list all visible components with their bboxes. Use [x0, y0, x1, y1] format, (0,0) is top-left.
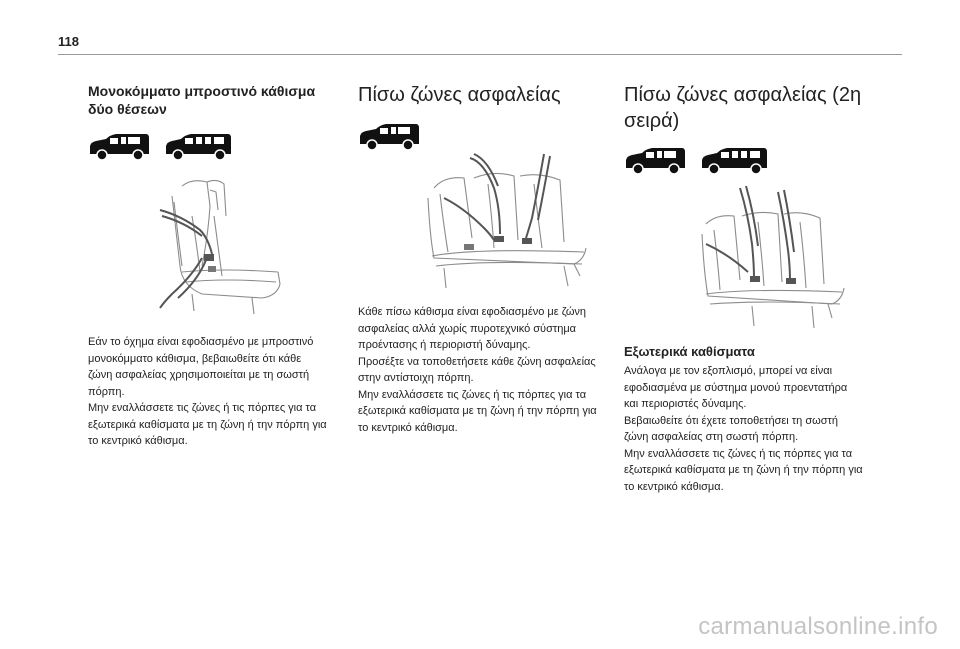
section-front-bench: Μονοκόμματο μπροστινό κάθισμα δύο θέσεων…	[88, 82, 328, 450]
section-title: Πίσω ζώνες ασφαλείας	[358, 84, 561, 106]
paragraph: Μην εναλλάσσετε τις ζώνες ή τις πόρπες γ…	[88, 402, 327, 447]
paragraph: Μην εναλλάσσετε τις ζώνες ή τις πόρπες γ…	[624, 447, 863, 493]
section-rear-belts: Πίσω ζώνες ασφαλείας Κάθε πίσω κάθισ	[358, 82, 598, 436]
paragraph: Εάν το όχημα είναι εφοδιασμένο με μπροστ…	[88, 336, 314, 398]
section-title: Μονοκόμματο μπροστινό κάθισμα δύο θέσεων	[88, 83, 316, 117]
paragraph: Κάθε πίσω κάθισμα είναι εφοδιασμένο με ζ…	[358, 306, 587, 351]
rear-seat-belts-illustration	[427, 153, 587, 289]
van-short-icon	[88, 132, 150, 162]
header-rule	[58, 54, 902, 55]
subsection-title: Εξωτερικά καθίσματα	[624, 344, 755, 359]
van-long-icon	[164, 132, 232, 162]
van-short-icon	[358, 122, 420, 152]
page-number: 118	[58, 34, 79, 49]
front-bench-belt-illustration	[159, 179, 281, 315]
paragraph: Μην εναλλάσσετε τις ζώνες ή τις πόρπες γ…	[358, 388, 597, 434]
second-row-belts-illustration	[701, 185, 845, 329]
paragraph: Ανάλογα με τον εξοπλισμό, μπορεί να είνα…	[624, 365, 848, 410]
paragraph: Βεβαιωθείτε ότι έχετε τοποθετήσει τη σωσ…	[624, 414, 838, 444]
paragraph: Προσέξτε να τοποθετήσετε κάθε ζώνη ασφαλ…	[358, 355, 596, 385]
van-short-icon	[624, 146, 686, 176]
section-rear-belts-2nd-row: Πίσω ζώνες ασφαλείας (2η σειρά) Εξωτ	[624, 82, 864, 495]
watermark: carmanualsonline.info	[698, 613, 938, 640]
van-long-icon	[700, 146, 768, 176]
section-title: Πίσω ζώνες ασφαλείας (2η σειρά)	[624, 84, 862, 132]
